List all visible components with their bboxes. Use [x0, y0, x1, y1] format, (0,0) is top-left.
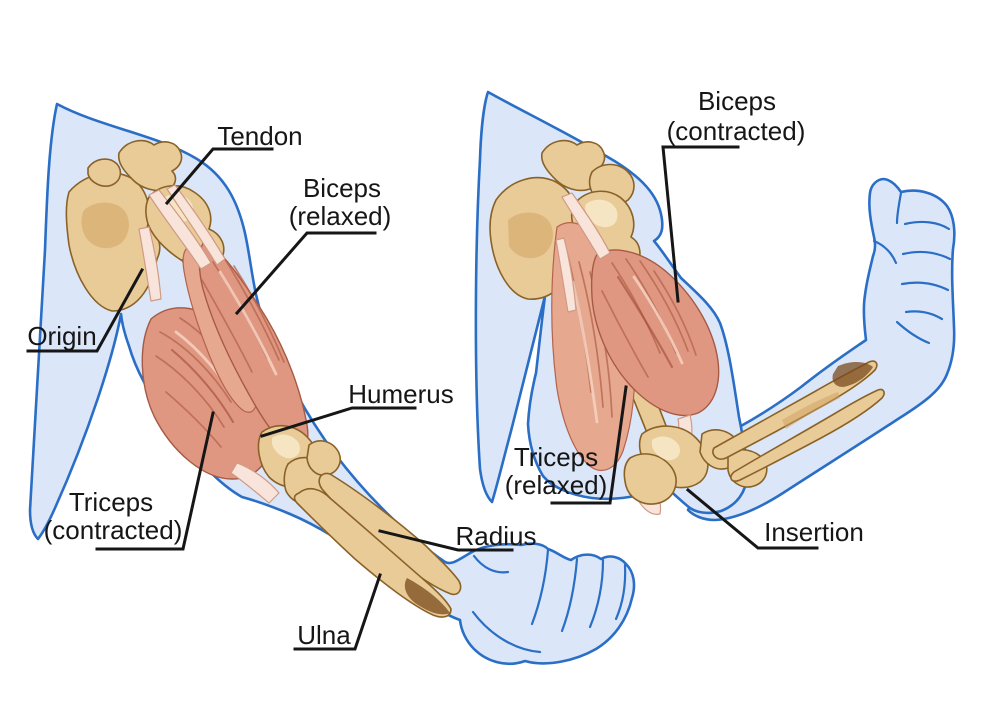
- label-biceps-relaxed: Biceps (relaxed): [234, 173, 392, 316]
- right-radius-bone: [712, 360, 878, 460]
- right-fist-crease-lines: [872, 191, 952, 345]
- labels-right-figure: Biceps (contracted) Triceps (relaxed) In…: [505, 86, 864, 550]
- radius-label: Radius: [456, 521, 537, 551]
- label-insertion: Insertion: [685, 487, 864, 550]
- right-forearm-bones: [712, 360, 885, 482]
- left-ulna-bone: [293, 487, 452, 618]
- ulna-label: Ulna: [297, 620, 351, 650]
- left-origin-tendon: [138, 226, 162, 302]
- label-humerus: Humerus: [260, 379, 454, 438]
- ulna-leader-line: [293, 573, 382, 651]
- triceps-contracted-label-line1: Triceps: [69, 487, 153, 517]
- right-elbow-bones: [623, 425, 768, 505]
- left-wrist-shadow: [404, 578, 450, 615]
- label-tendon: Tendon: [164, 121, 303, 206]
- left-arm-figure: [28, 102, 636, 666]
- label-triceps-contracted: Triceps (contracted): [44, 411, 215, 551]
- humerus-leader-line: [260, 406, 417, 438]
- left-scapula-bone: [65, 139, 183, 312]
- label-biceps-contracted: Biceps (contracted): [661, 86, 806, 303]
- tendon-label: Tendon: [217, 121, 302, 151]
- right-biceps-muscle: [590, 249, 720, 417]
- triceps-relaxed-label-line2: (relaxed): [505, 470, 608, 500]
- biceps-contracted-label-line1: Biceps: [698, 86, 776, 116]
- label-triceps-relaxed: Triceps (relaxed): [505, 385, 628, 505]
- triceps-relaxed-leader-line: [550, 385, 628, 505]
- insertion-label: Insertion: [764, 517, 864, 547]
- insertion-leader-line: [685, 487, 819, 550]
- label-ulna: Ulna: [293, 573, 382, 651]
- left-clavicle-bone: [117, 139, 183, 192]
- right-arm-figure: [474, 90, 956, 522]
- triceps-contracted-label-line2: (contracted): [44, 515, 183, 545]
- biceps-contracted-leader-line: [661, 145, 740, 303]
- right-ulna-bone: [730, 388, 885, 482]
- labels-left-figure: Tendon Biceps (relaxed) Origin Humerus T…: [26, 121, 537, 651]
- humerus-label: Humerus: [348, 379, 453, 409]
- right-biceps-striations: [601, 258, 697, 378]
- biceps-contracted-label-line2: (contracted): [667, 116, 806, 146]
- tendon-leader-line: [164, 147, 274, 206]
- biceps-relaxed-leader-line: [234, 231, 377, 316]
- biceps-relaxed-label-line2: (relaxed): [289, 201, 392, 231]
- radius-leader-line: [378, 529, 514, 552]
- right-wrist-shadow: [832, 361, 873, 387]
- triceps-relaxed-label-line1: Triceps: [514, 442, 598, 472]
- origin-label: Origin: [27, 321, 96, 351]
- triceps-contracted-leader-line: [95, 411, 215, 551]
- origin-leader-line: [26, 267, 145, 353]
- left-biceps-muscle: [182, 238, 309, 452]
- label-radius: Radius: [378, 521, 537, 552]
- label-origin: Origin: [26, 267, 145, 353]
- biceps-relaxed-label-line1: Biceps: [303, 173, 381, 203]
- left-hand-crease-lines: [471, 548, 627, 654]
